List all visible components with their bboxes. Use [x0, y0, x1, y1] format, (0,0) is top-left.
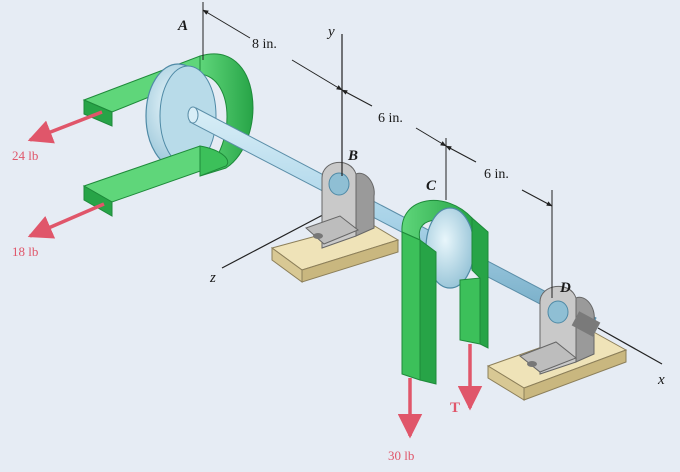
axis-x-label: x: [657, 372, 665, 388]
dimension-bc-label: 6 in.: [378, 111, 403, 126]
z-axis: [221, 207, 337, 269]
point-a-label: A: [177, 18, 188, 34]
force-t-label: T: [450, 400, 460, 416]
force-30lb-label: 30 lb: [388, 448, 414, 463]
point-c-label: C: [426, 178, 437, 194]
force-18lb-label: 18 lb: [12, 244, 38, 259]
dimension-cd-label: 6 in.: [484, 167, 509, 182]
dimension-ab-label: 8 in.: [252, 37, 277, 52]
dimension-lines: [202, 2, 553, 298]
x-axis: [597, 327, 663, 365]
axis-z-label: z: [209, 270, 216, 286]
shaft: [187, 106, 597, 332]
force-24lb-label: 24 lb: [12, 148, 38, 163]
force-arrow-24lb: [27, 110, 103, 144]
force-arrows: [27, 110, 483, 439]
axis-y-label: y: [326, 24, 335, 40]
point-d-label: D: [559, 280, 571, 296]
bearing-d: [519, 285, 601, 375]
point-b-label: B: [347, 148, 358, 164]
force-arrow-18lb: [27, 202, 105, 239]
pulley-c: [401, 200, 489, 385]
bearing-base-b: [270, 221, 400, 283]
bearing-b: [305, 161, 375, 249]
